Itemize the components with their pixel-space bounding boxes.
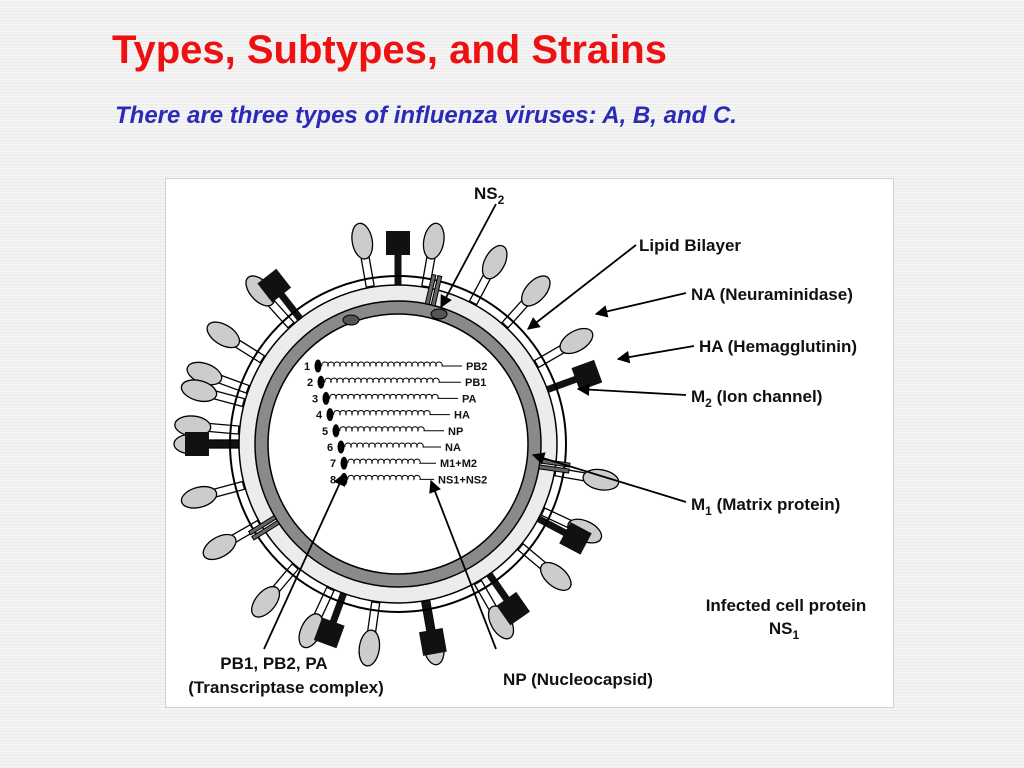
na-spike bbox=[185, 432, 258, 456]
label-infected-cell-protein: Infected cell protein bbox=[706, 596, 867, 615]
envelope-outer bbox=[229, 275, 567, 613]
segment-number: 7 bbox=[330, 458, 336, 470]
segment-number: 3 bbox=[312, 393, 318, 405]
nucleoprotein-coil bbox=[329, 393, 458, 400]
arrow-m1 bbox=[531, 452, 687, 503]
ns2-particle bbox=[430, 308, 448, 320]
label-transcriptase-line2: (Transcriptase complex) bbox=[188, 678, 384, 697]
rna-segment: 3 PA bbox=[312, 391, 477, 405]
ha-spike bbox=[174, 415, 240, 437]
rna-segment: 7 M1+M2 bbox=[330, 456, 477, 470]
ha-spike bbox=[186, 361, 250, 394]
ha-spike bbox=[206, 321, 266, 364]
label-transcriptase-line1: PB1, PB2, PA bbox=[220, 654, 327, 673]
ha-spike bbox=[533, 327, 594, 369]
polymerase-complex bbox=[317, 375, 325, 389]
ha-spike bbox=[251, 563, 300, 618]
rna-segment: 4 HA bbox=[316, 408, 470, 422]
label-ns2: NS2 bbox=[474, 184, 505, 207]
nucleoprotein-coil bbox=[333, 410, 450, 416]
label-m1: M1 (Matrix protein) bbox=[691, 495, 840, 518]
segment-number: 5 bbox=[322, 426, 328, 438]
segment-number: 1 bbox=[304, 361, 310, 373]
polymerase-complex bbox=[337, 440, 345, 454]
nucleoprotein-coil bbox=[324, 377, 461, 384]
ha-spike bbox=[554, 467, 620, 491]
ha-spike bbox=[351, 222, 375, 288]
m2-channel bbox=[247, 514, 281, 541]
polymerase-complex bbox=[326, 408, 334, 422]
ha-spike bbox=[501, 275, 551, 329]
label-na: NA (Neuraminidase) bbox=[691, 285, 853, 304]
segment-gene-label: NP bbox=[448, 426, 463, 438]
polymerase-complex bbox=[314, 359, 322, 373]
ha-spike bbox=[421, 222, 445, 288]
surface-glycoproteins bbox=[173, 222, 620, 667]
ha-spike bbox=[245, 275, 295, 329]
nucleoprotein-coil bbox=[347, 458, 436, 465]
nucleoprotein-coil bbox=[321, 361, 462, 368]
arrow-ha bbox=[616, 345, 695, 364]
rna-segments: 1 PB2 2 PB1 3 PA 4 HA 5 NP 6 NA 7 M1+M2 8 NS1+NS2 bbox=[304, 359, 487, 486]
influenza-virion-diagram: 1 PB2 2 PB1 3 PA 4 HA 5 NP 6 NA 7 M1+M2 8 NS1+NS2 NS2 L… bbox=[173, 184, 867, 697]
arrow-na bbox=[594, 292, 687, 318]
label-ha: HA (Hemagglutinin) bbox=[699, 337, 857, 356]
m2-channel bbox=[424, 273, 443, 307]
segment-number: 6 bbox=[327, 442, 333, 454]
nucleoprotein-coil bbox=[344, 442, 441, 449]
label-m2: M2 (Ion channel) bbox=[691, 387, 822, 410]
ha-spike bbox=[517, 542, 572, 591]
callout-arrows bbox=[263, 203, 695, 650]
segment-number: 2 bbox=[307, 377, 313, 389]
slide-title: Types, Subtypes, and Strains bbox=[112, 28, 667, 72]
nucleoprotein-coil bbox=[339, 426, 444, 433]
ha-spike bbox=[358, 601, 381, 667]
arrow-lipid bbox=[527, 244, 637, 330]
arrow-np bbox=[429, 479, 497, 650]
virus-diagram-figure: 1 PB2 2 PB1 3 PA 4 HA 5 NP 6 NA 7 M1+M2 8 NS1+NS2 NS2 L… bbox=[165, 178, 894, 708]
rna-segment: 6 NA bbox=[327, 440, 461, 454]
polymerase-complex bbox=[340, 456, 348, 470]
ha-spike bbox=[180, 480, 246, 509]
segment-gene-label: M1+M2 bbox=[440, 458, 477, 470]
segment-gene-label: PB1 bbox=[465, 377, 486, 389]
arrow-ns2 bbox=[440, 203, 497, 309]
segment-gene-label: NA bbox=[445, 442, 461, 454]
slide-subtitle: There are three types of influenza virus… bbox=[115, 102, 737, 129]
polymerase-complex bbox=[332, 424, 340, 438]
m2-ion-channels bbox=[247, 273, 571, 541]
label-lipid-bilayer: Lipid Bilayer bbox=[639, 236, 741, 255]
segment-number: 4 bbox=[316, 410, 323, 422]
ha-spike bbox=[468, 244, 508, 306]
ha-spike bbox=[202, 519, 263, 561]
polymerase-complex bbox=[322, 391, 330, 405]
label-ns1: NS1 bbox=[769, 619, 800, 642]
rna-segment: 5 NP bbox=[322, 424, 463, 438]
arrow-transcriptase bbox=[263, 472, 346, 650]
rna-segment: 1 PB2 bbox=[304, 359, 487, 373]
segment-gene-label: NS1+NS2 bbox=[438, 474, 487, 486]
segment-gene-label: PB2 bbox=[466, 361, 487, 373]
rna-segment: 2 PB1 bbox=[307, 375, 486, 389]
ns2-particle bbox=[342, 314, 360, 326]
segment-number: 8 bbox=[330, 474, 336, 486]
segment-gene-label: HA bbox=[454, 410, 470, 422]
ha-spike bbox=[180, 379, 246, 408]
arrow-m2 bbox=[576, 383, 687, 396]
label-nucleocapsid: NP (Nucleocapsid) bbox=[503, 670, 653, 689]
segment-gene-label: PA bbox=[462, 393, 477, 405]
nucleoprotein-coil bbox=[347, 474, 434, 481]
